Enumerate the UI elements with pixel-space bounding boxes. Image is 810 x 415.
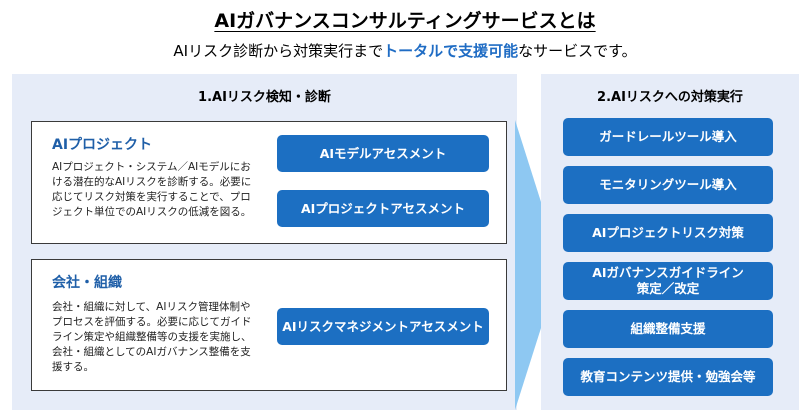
monitoring-tool-button[interactable]: モニタリングツール導入 [563,166,773,204]
countermeasure-heading: 2.AIリスクへの対策実行 [597,90,743,105]
ai-project-title: AIプロジェクト [52,137,153,153]
ai-project-card: AIプロジェクト AIプロジェクト・システム／AIモデルにおける潜在的なAIリス… [31,121,507,244]
subtitle-after: なサービスです。 [518,42,637,60]
organization-description: 会社・組織に対して、AIリスク管理体制やプロセスを評価する。必要に応じてガイドラ… [52,301,252,373]
organization-support-button[interactable]: 組織整備支援 [563,310,773,348]
risk-detection-heading: 1.AIリスク検知・診断 [198,90,331,105]
subtitle-before: AIリスク診断から対策実行まで [173,42,384,60]
organization-card: 会社・組織 会社・組織に対して、AIリスク管理体制やプロセスを評価する。必要に応… [31,259,507,391]
education-content-button[interactable]: 教育コンテンツ提供・勉強会等 [563,358,773,396]
ai-model-assessment-button[interactable]: AIモデルアセスメント [277,135,489,172]
ai-project-assessment-button[interactable]: AIプロジェクトアセスメント [277,190,489,227]
ai-project-description: AIプロジェクト・システム／AIモデルにおける潜在的なAIリスクを診断する。必要… [52,161,252,218]
organization-title: 会社・組織 [52,275,122,291]
risk-detection-panel: 1.AIリスク検知・診断 AIプロジェクト AIプロジェクト・システム／AIモデ… [12,74,517,410]
ai-governance-guideline-button[interactable]: AIガバナンスガイドライン 策定／改定 [563,262,773,300]
ai-risk-management-assessment-button[interactable]: AIリスクマネジメントアセスメント [277,308,489,345]
page-title: AIガバナンスコンサルティングサービスとは [0,6,810,33]
subtitle-highlight: トータルで支援可能 [383,42,519,60]
countermeasure-panel: 2.AIリスクへの対策実行 ガードレールツール導入 モニタリングツール導入 AI… [541,74,799,410]
flow-arrow-shape [515,120,561,410]
page-title-text: AIガバナンスコンサルティングサービスとは [214,10,596,32]
guideline-line-2: 策定／改定 [636,281,700,296]
page-subtitle: AIリスク診断から対策実行までトータルで支援可能なサービスです。 [0,40,810,61]
guardrail-tool-button[interactable]: ガードレールツール導入 [563,118,773,156]
flow-arrow-icon [515,120,561,410]
ai-project-risk-button[interactable]: AIプロジェクトリスク対策 [563,214,773,252]
guideline-line-1: AIガバナンスガイドライン [592,265,744,280]
